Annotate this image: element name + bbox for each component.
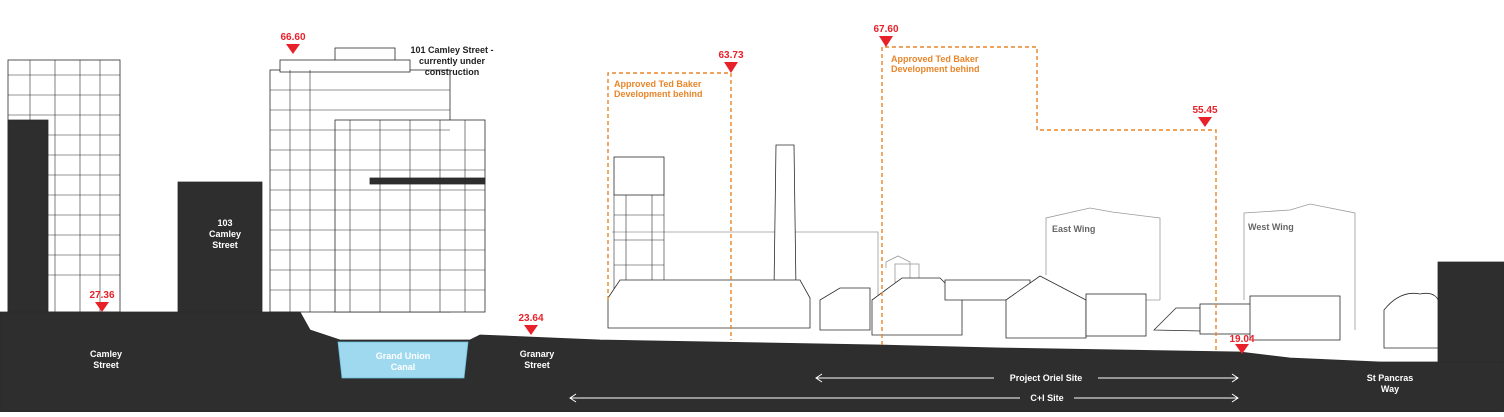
level-camley-street: 27.36 bbox=[89, 290, 114, 301]
label-ted-baker-1a: Approved Ted Baker bbox=[614, 79, 702, 89]
label-101-camley-3: construction bbox=[425, 67, 480, 77]
label-ci-site: C+I Site bbox=[1030, 393, 1063, 403]
marker-camley-street bbox=[95, 302, 109, 312]
label-canal-1: Grand Union bbox=[376, 351, 431, 361]
ground-mass bbox=[0, 119, 1504, 413]
chimney bbox=[773, 144, 797, 291]
label-103-camley-2: Camley bbox=[209, 229, 241, 239]
building-101-camley bbox=[269, 47, 486, 313]
oriel-arrowhead-right bbox=[1231, 373, 1239, 383]
label-east-wing: East Wing bbox=[1052, 224, 1095, 234]
label-st-pancras-2: Way bbox=[1381, 384, 1399, 394]
ci-arrowhead-left bbox=[569, 393, 577, 403]
water-tower bbox=[613, 156, 665, 300]
level-granary-street: 23.64 bbox=[518, 313, 543, 324]
label-granary-2: Street bbox=[524, 360, 550, 370]
level-ted-baker-1: 63.73 bbox=[718, 50, 743, 61]
low-rise-buildings bbox=[607, 275, 1441, 349]
label-st-pancras-1: St Pancras bbox=[1367, 373, 1414, 383]
label-west-wing: West Wing bbox=[1248, 222, 1294, 232]
ci-arrowhead-right bbox=[1231, 393, 1239, 403]
level-markers bbox=[95, 36, 1249, 354]
level-ted-baker-2: 67.60 bbox=[873, 24, 898, 35]
marker-ted-baker-2 bbox=[879, 36, 893, 47]
grand-union-canal bbox=[337, 341, 469, 379]
level-ted-baker-3: 55.45 bbox=[1192, 105, 1217, 116]
marker-st-pancras bbox=[1235, 344, 1249, 354]
tower-101-windows bbox=[270, 70, 485, 312]
label-project-oriel-site: Project Oriel Site bbox=[1010, 373, 1083, 383]
label-103-camley-1: 103 bbox=[217, 218, 232, 228]
level-values: 27.36 66.60 23.64 63.73 67.60 55.45 19.0… bbox=[89, 24, 1254, 345]
level-st-pancras: 19.04 bbox=[1229, 334, 1254, 345]
oriel-arrowhead-left bbox=[815, 373, 823, 383]
marker-ted-baker-1 bbox=[724, 62, 738, 73]
label-camley-street-2: Street bbox=[93, 360, 119, 370]
marker-granary-street bbox=[524, 325, 538, 335]
site-extent-arrows: Project Oriel Site C+I Site bbox=[569, 373, 1239, 403]
label-ted-baker-2a: Approved Ted Baker bbox=[891, 54, 979, 64]
label-ted-baker-2b: Development behind bbox=[891, 64, 980, 74]
label-103-camley-3: Street bbox=[212, 240, 238, 250]
label-101-camley-2: currently under bbox=[419, 56, 486, 66]
level-101-camley: 66.60 bbox=[280, 32, 305, 43]
label-ted-baker-1b: Development behind bbox=[614, 89, 703, 99]
label-camley-street-1: Camley bbox=[90, 349, 122, 359]
marker-101-camley bbox=[286, 44, 300, 54]
approved-development-outlines bbox=[607, 46, 1217, 352]
label-101-camley-1: 101 Camley Street - bbox=[410, 45, 493, 55]
label-canal-2: Canal bbox=[391, 362, 416, 372]
label-granary-1: Granary bbox=[520, 349, 555, 359]
marker-ted-baker-3 bbox=[1198, 117, 1212, 127]
place-labels: Camley Street 103 Camley Street 101 Caml… bbox=[90, 45, 1413, 394]
